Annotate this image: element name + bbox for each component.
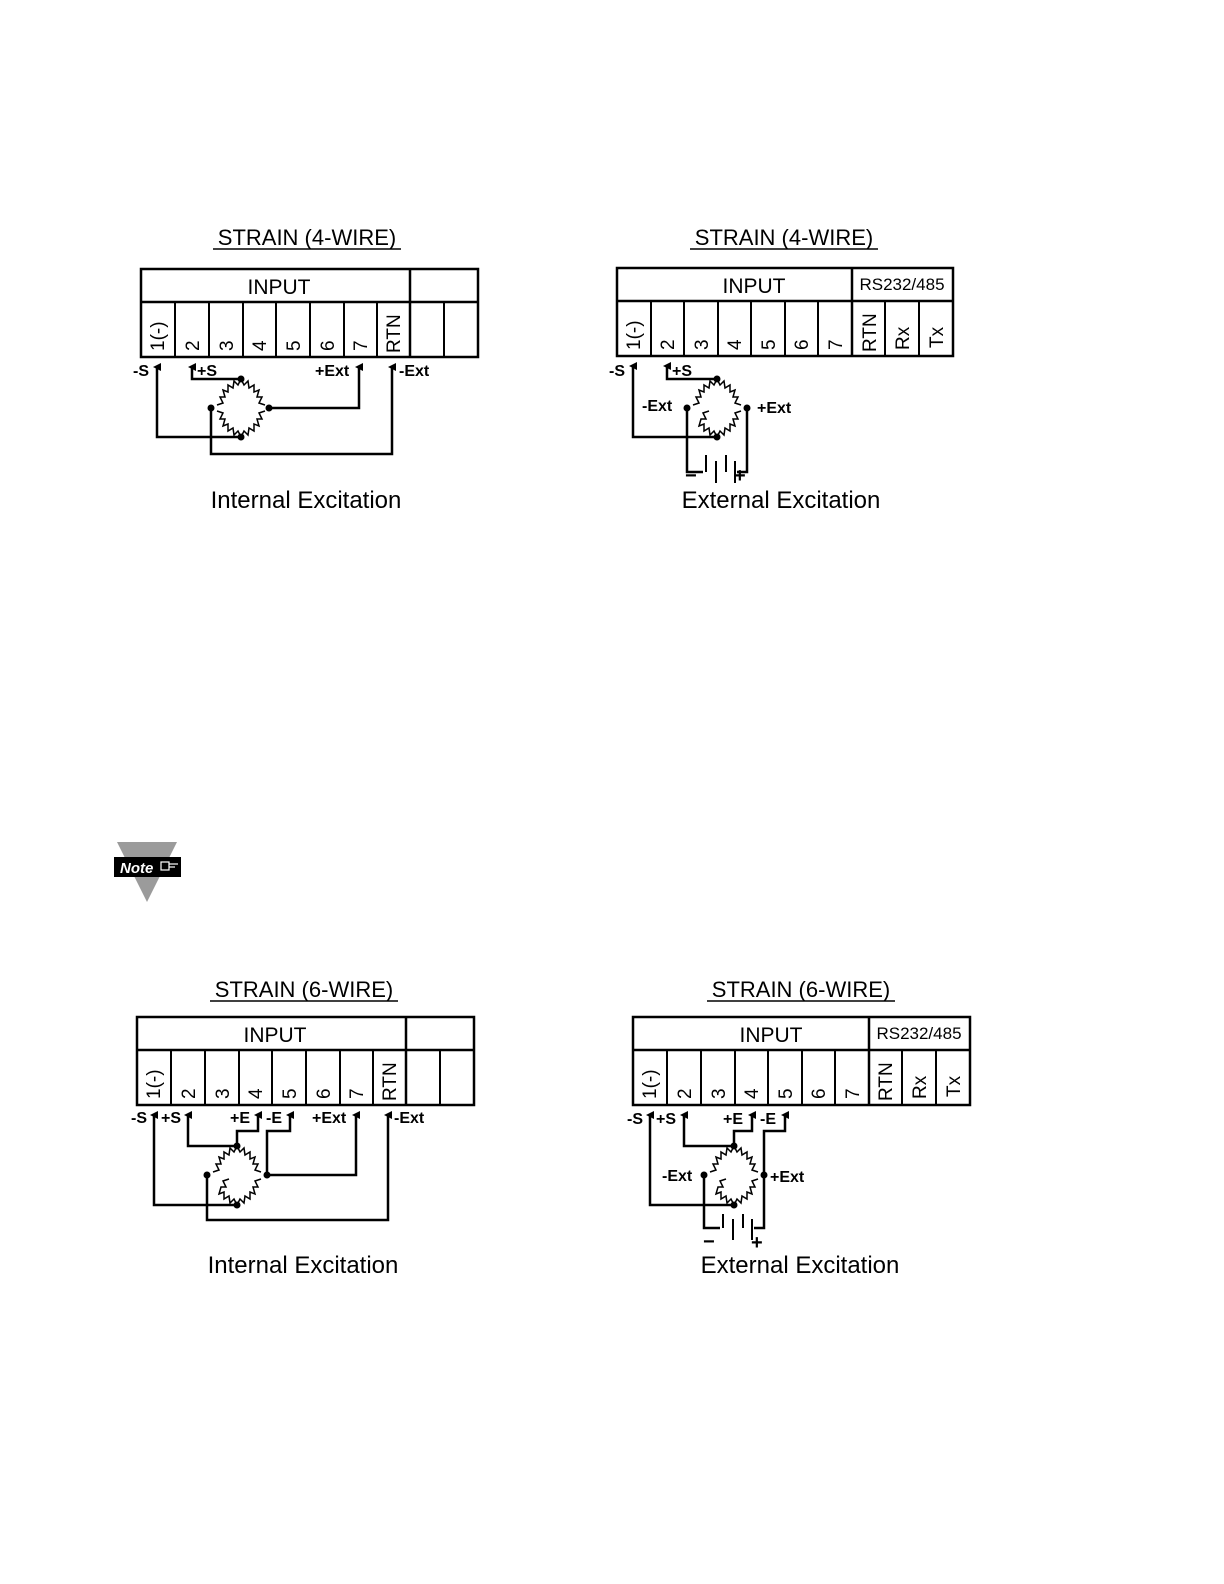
label-plus-ext: +Ext <box>315 363 350 380</box>
terminal-block <box>631 1015 972 1107</box>
input-header: INPUT <box>740 1024 803 1047</box>
pointing-hand-icon <box>160 861 178 871</box>
label-plus-ext: +Ext <box>770 1169 805 1186</box>
label-minus-s: -S <box>609 363 625 380</box>
input-header: INPUT <box>248 276 311 299</box>
terminal-block <box>135 1015 476 1107</box>
label-minus-e: -E <box>760 1111 776 1128</box>
label-plus-s: +S <box>656 1111 676 1128</box>
pin-1: 1(-) <box>640 1069 661 1099</box>
pin-7: 7 <box>843 1088 864 1099</box>
label-plus-e: +E <box>723 1111 743 1128</box>
label-plus-s: +S <box>672 363 692 380</box>
label-plus-s: +S <box>197 363 217 380</box>
pin-4: 4 <box>742 1088 763 1099</box>
input-header: INPUT <box>723 275 786 298</box>
pin-4: 4 <box>246 1088 267 1099</box>
rs232-header: RS232/485 <box>876 1024 961 1043</box>
pin-rx: Rx <box>910 1075 931 1099</box>
battery-plus-label: + <box>734 465 746 487</box>
pin-2: 2 <box>675 1088 696 1099</box>
label-minus-ext: -Ext <box>394 1110 425 1127</box>
pin-2: 2 <box>658 339 679 350</box>
diagram-4wire-internal: STRAIN (4-WIRE) INPUT 1(-) 2 3 4 5 <box>133 225 480 514</box>
label-plus-ext: +Ext <box>312 1110 347 1127</box>
pin-5: 5 <box>759 339 780 350</box>
pin-3: 3 <box>213 1088 234 1099</box>
label-minus-ext: -Ext <box>399 363 430 380</box>
pin-5: 5 <box>284 340 305 351</box>
diagram-4wire-external: STRAIN (4-WIRE) INPUT RS232/485 1(-) 2 3 <box>609 225 955 514</box>
pin-rtn: RTN <box>384 314 405 353</box>
diagram-caption: External Excitation <box>682 487 881 514</box>
rs232-header: RS232/485 <box>859 275 944 294</box>
pin-6: 6 <box>792 339 813 350</box>
pin-rtn: RTN <box>860 313 881 352</box>
label-minus-s: -S <box>133 363 149 380</box>
pin-3: 3 <box>217 340 238 351</box>
pin-7: 7 <box>347 1088 368 1099</box>
label-minus-ext: -Ext <box>642 398 673 415</box>
terminal-block <box>139 267 480 359</box>
diagram-6wire-internal: STRAIN (6-WIRE) INPUT 1(-) 2 3 4 5 <box>131 977 476 1279</box>
diagram-caption: Internal Excitation <box>208 1252 399 1279</box>
label-plus-e: +E <box>230 1110 250 1127</box>
pin-labels: 1(-) 2 3 4 5 6 7 RTN <box>148 314 405 353</box>
pin-1: 1(-) <box>148 321 169 351</box>
pin-labels: 1(-) 2 3 4 5 6 7 RTN <box>144 1062 401 1101</box>
label-plus-s: +S <box>161 1110 181 1127</box>
battery-minus-label: − <box>703 1231 715 1253</box>
pin-rtn: RTN <box>876 1062 897 1101</box>
wiring <box>646 1111 789 1240</box>
pin-5: 5 <box>776 1088 797 1099</box>
wiring <box>153 363 396 456</box>
label-minus-ext: -Ext <box>662 1168 693 1185</box>
wiring <box>629 362 749 483</box>
diagram-caption: External Excitation <box>701 1252 900 1279</box>
pin-2: 2 <box>183 340 204 351</box>
diagram-title: STRAIN (6-WIRE) <box>215 977 393 1002</box>
pin-labels: 1(-) 2 3 4 5 6 7 RTN Rx Tx <box>640 1062 965 1101</box>
pin-1: 1(-) <box>144 1069 165 1099</box>
diagram-6wire-external: STRAIN (6-WIRE) INPUT RS232/485 1(-) 2 3 <box>627 977 972 1279</box>
diagram-title: STRAIN (6-WIRE) <box>712 977 890 1002</box>
pin-rtn: RTN <box>380 1062 401 1101</box>
label-minus-s: -S <box>627 1111 643 1128</box>
diagram-caption: Internal Excitation <box>211 487 402 514</box>
diagram-title: STRAIN (4-WIRE) <box>695 225 873 250</box>
pin-tx: Tx <box>927 326 948 348</box>
diagram-title: STRAIN (4-WIRE) <box>218 225 396 250</box>
label-minus-e: -E <box>266 1110 282 1127</box>
pin-7: 7 <box>351 340 372 351</box>
pin-labels: 1(-) 2 3 4 5 6 7 RTN Rx Tx <box>624 313 948 352</box>
pin-1: 1(-) <box>624 320 645 350</box>
pin-2: 2 <box>179 1088 200 1099</box>
pin-tx: Tx <box>944 1075 965 1097</box>
pin-6: 6 <box>314 1088 335 1099</box>
note-label: Note <box>120 860 153 877</box>
battery-plus-label: + <box>751 1232 763 1254</box>
pin-3: 3 <box>692 339 713 350</box>
pin-3: 3 <box>709 1088 730 1099</box>
pin-5: 5 <box>280 1088 301 1099</box>
label-plus-ext: +Ext <box>757 400 792 417</box>
wiring <box>150 1111 392 1222</box>
label-minus-s: -S <box>131 1110 147 1127</box>
pin-4: 4 <box>725 339 746 350</box>
terminal-block <box>615 266 955 358</box>
note-icon: Note <box>114 842 181 902</box>
pin-6: 6 <box>318 340 339 351</box>
input-header: INPUT <box>244 1024 307 1047</box>
pin-7: 7 <box>826 339 847 350</box>
battery-minus-label: − <box>685 465 697 487</box>
pin-4: 4 <box>250 340 271 351</box>
pin-6: 6 <box>809 1088 830 1099</box>
pin-rx: Rx <box>893 326 914 350</box>
